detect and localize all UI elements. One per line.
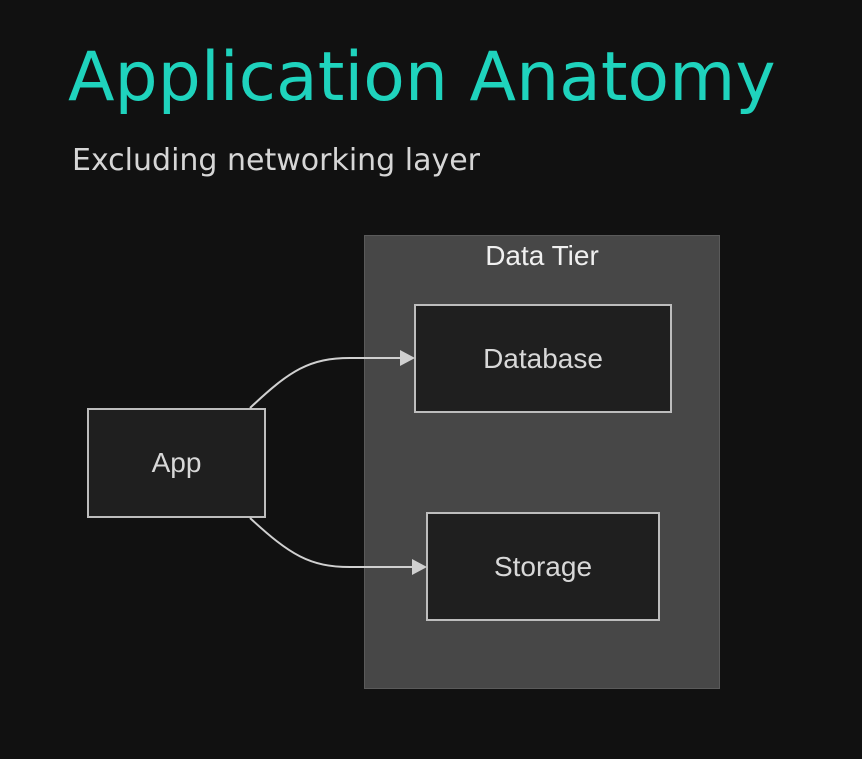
database-label: Database [483,342,603,374]
app-label: App [151,447,202,478]
arrowhead-database [400,350,415,366]
edge-app-to-storage [249,517,412,568]
storage-node: Storage [426,512,660,621]
arrowhead-storage [412,559,427,575]
app-node: App [87,408,266,518]
edge-app-to-database [249,357,400,409]
data-tier-label: Data Tier [485,240,599,271]
slide-title: Application Anatomy [68,38,776,117]
slide-subtitle: Excluding networking layer [72,143,481,178]
database-node: Database [414,304,672,413]
storage-label: Storage [493,550,593,582]
